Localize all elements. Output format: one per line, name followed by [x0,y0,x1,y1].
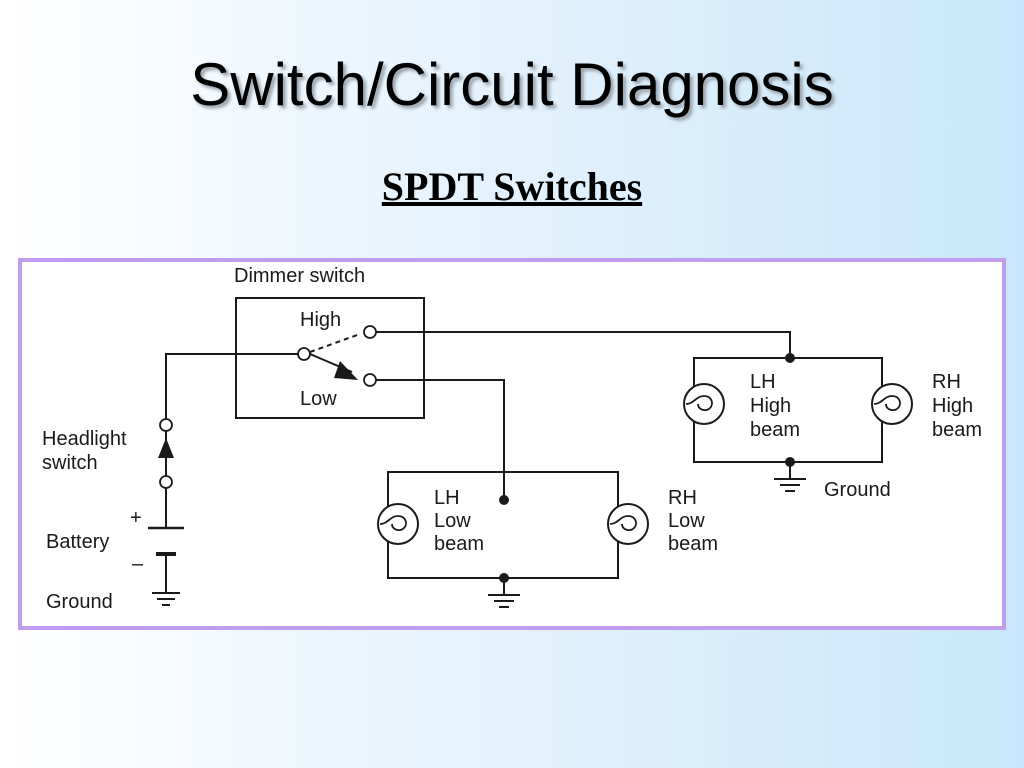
dimmer-switch-label: Dimmer switch [234,265,365,287]
rh-high-beam-label-2: High [932,395,973,417]
headlight-switch-top-terminal [159,418,173,432]
high-beam-junction-top [785,353,795,363]
lh-high-beam-bulb-icon [683,383,725,425]
headlight-switch-bottom-terminal [159,475,173,489]
lh-low-beam-label-2: Low [434,510,471,532]
ground-label-right: Ground [824,479,891,501]
rh-low-beam-label-3: beam [668,533,718,555]
dimmer-switch-arrow [334,361,358,380]
lh-high-beam-label-2: High [750,395,791,417]
dimmer-high-label: High [300,309,341,331]
dimmer-high-terminal [363,325,377,339]
rh-high-beam-label-3: beam [932,419,982,441]
slide-subtitle: SPDT Switches [381,164,643,209]
headlight-switch-arrow [158,438,174,458]
circuit-diagram: Dimmer switch High Low Headlight switch … [42,265,982,613]
dimmer-low-terminal [363,373,377,387]
lh-low-beam-bulb-icon [377,503,419,545]
circuit-diagram-frame: Dimmer switch High Low Headlight switch … [18,258,1006,630]
battery-plus-sign: + [130,507,142,529]
rh-low-beam-bulb-icon [607,503,649,545]
rh-high-beam-label-1: RH [932,371,961,393]
ground-symbol-low-beam [488,594,520,608]
slide-title: Switch/Circuit Diagnosis [190,51,834,118]
rh-low-beam-label-2: Low [668,510,705,532]
dimmer-common-terminal [297,347,311,361]
low-beam-junction-top [499,495,509,505]
battery-label: Battery [46,531,109,553]
wire-high-to-highbeams [376,331,791,358]
lh-low-beam-label-3: beam [434,533,484,555]
headlight-switch-label-2: switch [42,452,98,474]
rh-low-beam-label-1: RH [668,487,697,509]
lh-high-beam-label-3: beam [750,419,800,441]
ground-symbol-high-beam [774,478,806,492]
ground-label-left: Ground [46,591,113,613]
rh-high-beam-bulb-icon [871,383,913,425]
ground-symbol-left [152,592,180,606]
dimmer-switch-dashed-path [309,333,361,353]
headlight-switch-label-1: Headlight [42,428,127,450]
wire-low-to-lowbeams [376,379,505,500]
dimmer-switch-box [235,297,425,419]
battery-minus-sign: – [132,553,144,575]
wire-dimmer-to-headlight [165,353,300,420]
lh-high-beam-label-1: LH [750,371,776,393]
lh-low-beam-label-1: LH [434,487,460,509]
dimmer-low-label: Low [300,388,337,410]
